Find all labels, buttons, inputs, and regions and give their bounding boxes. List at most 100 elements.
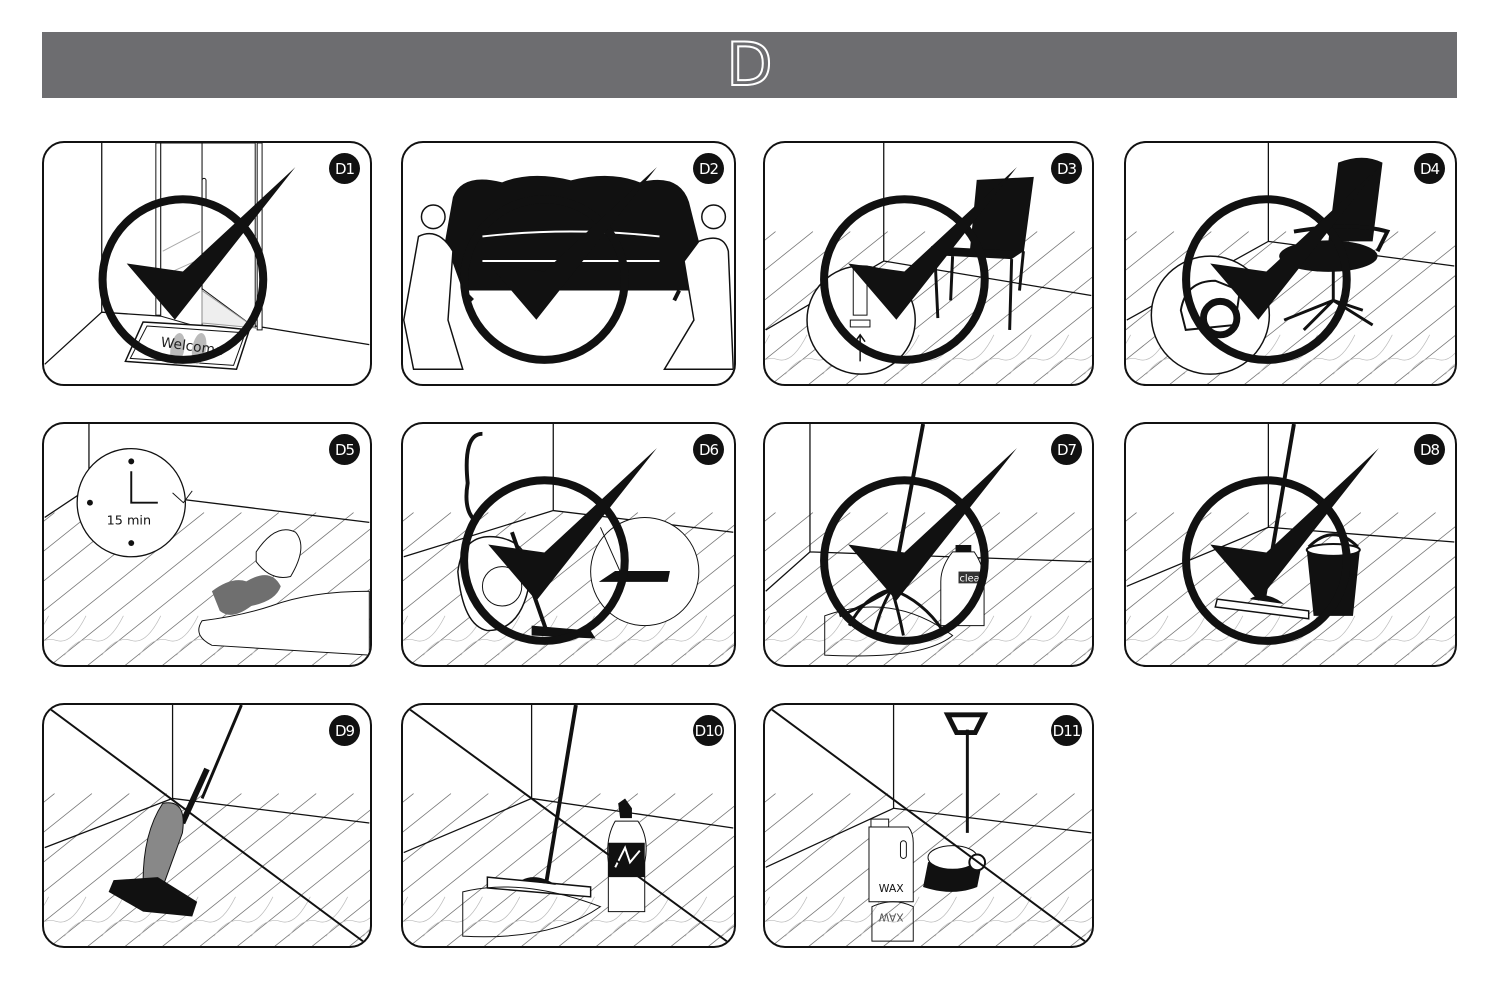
plank-line xyxy=(958,557,1092,665)
plank-line xyxy=(633,584,734,665)
wood-grain xyxy=(1445,363,1455,375)
plank-line xyxy=(995,306,1092,384)
plank-line xyxy=(596,835,734,946)
plank-line xyxy=(1356,586,1455,665)
wood-grain xyxy=(822,615,883,656)
mop-head xyxy=(838,587,944,636)
wood-grain xyxy=(288,896,348,937)
plank-line xyxy=(1032,336,1092,384)
prohibited-strike xyxy=(765,705,1092,946)
plank-line xyxy=(633,865,734,946)
plank-line xyxy=(765,793,814,833)
wood-grain xyxy=(1407,633,1455,656)
person-right xyxy=(663,204,734,370)
plank-line xyxy=(44,793,55,803)
wax-bottle: WAX WAX xyxy=(868,818,914,942)
panel-d5-wipe-spills: 15 min D5 xyxy=(42,422,372,667)
step-badge: D9 xyxy=(329,715,360,746)
wood-grain xyxy=(64,615,124,656)
panel-d8-squeegee-bucket: D8 xyxy=(1124,422,1457,667)
wood-grain xyxy=(213,896,274,937)
plank-line xyxy=(1393,616,1455,665)
plank-line xyxy=(765,793,888,893)
wood-grain xyxy=(1126,334,1169,361)
plank-line xyxy=(484,793,676,946)
prohibited-strike xyxy=(403,705,734,946)
plank-line xyxy=(124,793,317,946)
wood-grain xyxy=(897,896,957,937)
plank-line xyxy=(162,793,354,946)
plank-line xyxy=(765,793,926,923)
plank-line xyxy=(958,838,1092,946)
panel-d1-doormat: Welcome D1 xyxy=(42,141,372,386)
wood-grain xyxy=(934,334,995,375)
wood-grain xyxy=(535,896,595,937)
plank-line xyxy=(558,805,734,946)
plank-line xyxy=(199,809,370,946)
plank-line xyxy=(765,512,851,582)
squeegee xyxy=(486,876,592,898)
wood-grain xyxy=(1009,896,1069,937)
plank-line xyxy=(1281,245,1455,384)
wood-grain xyxy=(572,615,633,656)
timer-text: 15 min xyxy=(107,513,151,528)
wood-grain xyxy=(1295,334,1356,375)
wood-grain xyxy=(971,896,1032,937)
wood-grain xyxy=(101,615,162,656)
step-badge: D11 xyxy=(1051,715,1082,746)
plank-line xyxy=(403,793,452,833)
plank-line xyxy=(765,231,888,331)
plank-line xyxy=(1126,512,1212,582)
plank-line xyxy=(44,512,55,522)
plank-line xyxy=(44,793,93,833)
wood-grain xyxy=(44,896,87,923)
step-badge: D1 xyxy=(329,153,360,184)
steam-mop-illustration xyxy=(44,705,370,946)
plank-line xyxy=(1126,231,1175,271)
checkmark-icon xyxy=(460,167,657,364)
hand xyxy=(198,590,370,656)
plank-line xyxy=(765,231,814,271)
wood-grain xyxy=(176,896,236,937)
checkmark-icon xyxy=(820,448,1017,645)
plank-line xyxy=(1032,617,1092,665)
plank-line xyxy=(670,895,734,946)
wood-grain xyxy=(64,896,124,937)
wood-grain xyxy=(1046,354,1092,375)
step-badge: D3 xyxy=(1051,153,1082,184)
plank-line xyxy=(1356,305,1455,384)
panel-d3-felt-pads: D3 xyxy=(763,141,1094,386)
wood-grain xyxy=(722,924,734,937)
plank-line xyxy=(845,512,1038,665)
step-badge: D10 xyxy=(693,715,724,746)
checkmark-icon xyxy=(98,167,296,364)
plank-line xyxy=(920,527,1092,665)
wood-grain xyxy=(647,896,708,937)
wood-grain xyxy=(684,912,734,937)
wood-grain xyxy=(822,896,883,937)
plank-line xyxy=(1281,526,1455,665)
wipe-spill-illustration: 15 min xyxy=(44,424,370,665)
wood-grain xyxy=(785,896,845,937)
plank-line xyxy=(1206,512,1399,665)
floor-polisher xyxy=(923,712,989,892)
plank-line xyxy=(765,793,776,803)
panel-d9-no-steam-mop: D9 xyxy=(42,703,372,948)
plank-line xyxy=(995,868,1092,946)
wood-grain xyxy=(44,896,49,906)
squeegee xyxy=(1214,598,1310,620)
plank-line xyxy=(409,793,601,946)
wood-grain xyxy=(403,615,446,642)
wood-grain xyxy=(44,615,49,625)
plank-line xyxy=(920,246,1092,384)
plank-line xyxy=(958,276,1092,384)
wood-grain xyxy=(1333,615,1393,656)
spill xyxy=(211,575,281,615)
plank-line xyxy=(765,793,851,863)
plank-line xyxy=(1393,335,1455,384)
wood-grain xyxy=(403,896,446,923)
step-badge: D2 xyxy=(693,153,724,184)
plank-line xyxy=(1126,231,1212,301)
section-title: D xyxy=(725,30,773,100)
plank-line xyxy=(403,793,564,923)
